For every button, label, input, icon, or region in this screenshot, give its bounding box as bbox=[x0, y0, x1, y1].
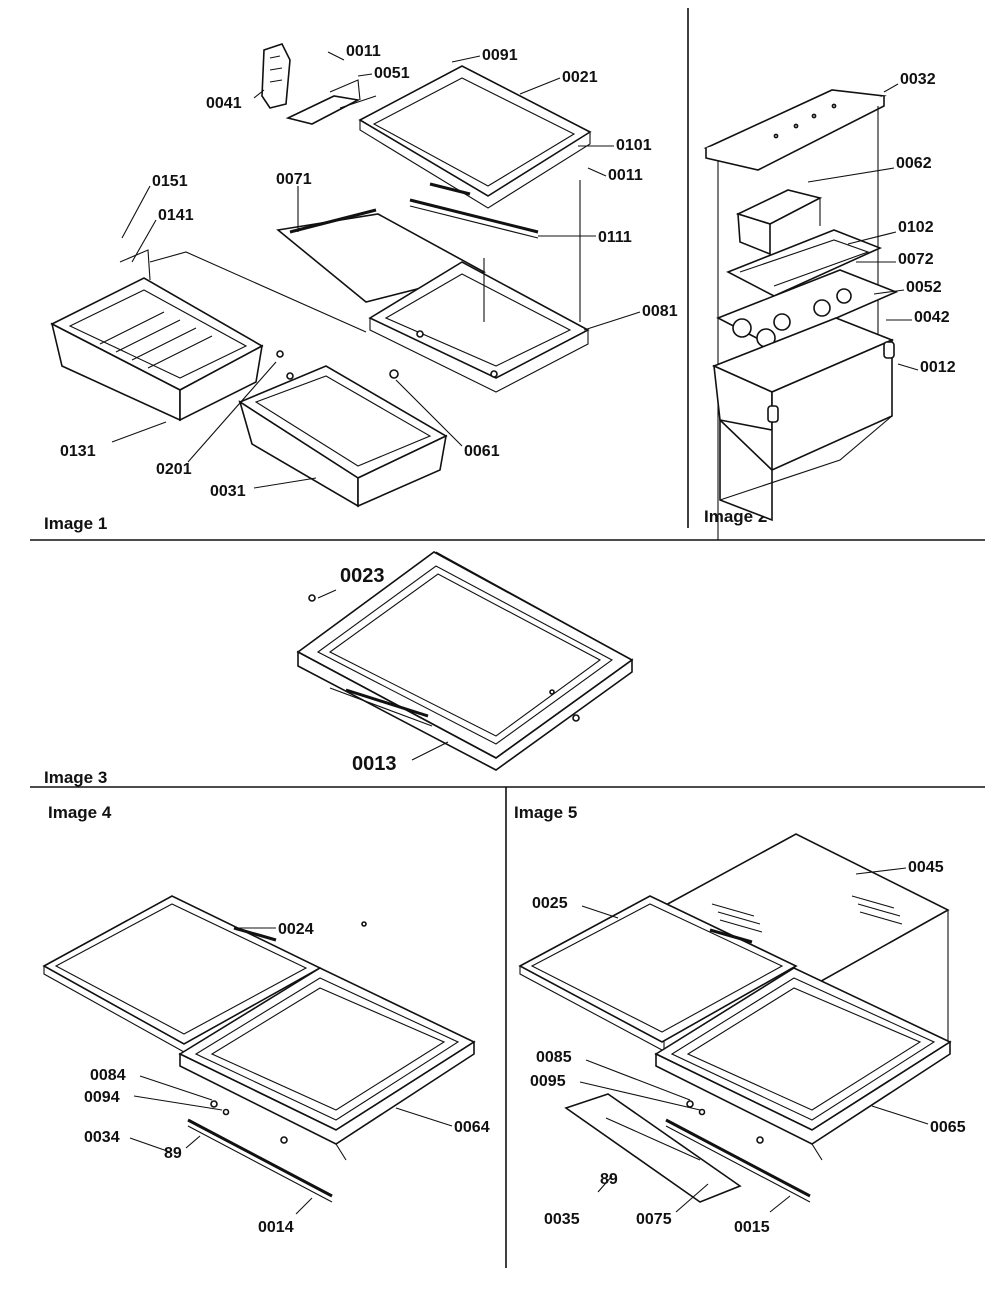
shelf-0021-icon bbox=[358, 65, 592, 197]
image-2-leaders bbox=[807, 83, 919, 371]
caption-image-3: Image 3 bbox=[44, 768, 107, 787]
part-0051-icon bbox=[285, 95, 361, 125]
bar-0014-icon bbox=[187, 1118, 333, 1198]
trim-0075-icon bbox=[564, 1093, 742, 1203]
label-0052: 0052 bbox=[906, 279, 942, 296]
label-0025: 0025 bbox=[532, 895, 568, 912]
label-0062: 0062 bbox=[896, 155, 932, 172]
label-0201: 0201 bbox=[156, 461, 192, 478]
label-0011-b: 0011 bbox=[608, 167, 643, 184]
label-0131: 0131 bbox=[60, 443, 96, 460]
label-0042: 0042 bbox=[914, 309, 950, 326]
caption-image-1: Image 1 bbox=[44, 514, 107, 533]
label-0041: 0041 bbox=[206, 95, 242, 112]
label-0013: 0013 bbox=[352, 753, 397, 775]
image-3-labels: 0023 0013 bbox=[340, 565, 397, 775]
tray-0072-icon bbox=[726, 229, 883, 297]
rail-0111-icon bbox=[409, 198, 539, 234]
label-0141: 0141 bbox=[158, 207, 194, 224]
label-0071: 0071 bbox=[276, 171, 312, 188]
label-0101: 0101 bbox=[616, 137, 652, 154]
label-0094: 0094 bbox=[84, 1089, 120, 1106]
part-0041-icon bbox=[261, 43, 291, 109]
image-1-assembly bbox=[50, 43, 592, 508]
label-89-a: 89 bbox=[164, 1145, 182, 1162]
label-0035: 0035 bbox=[544, 1211, 580, 1228]
label-0085: 0085 bbox=[536, 1049, 572, 1066]
image-4-assembly bbox=[42, 895, 476, 1203]
label-0072: 0072 bbox=[898, 251, 934, 268]
label-0045: 0045 bbox=[908, 859, 944, 876]
label-0031: 0031 bbox=[210, 483, 246, 500]
image-2-labels: 0032 0062 0102 0072 0052 0042 0012 bbox=[896, 71, 956, 376]
bar-0015-icon bbox=[665, 1118, 811, 1198]
image-4-leaders bbox=[129, 927, 453, 1215]
label-0032: 0032 bbox=[900, 71, 936, 88]
caption-image-4: Image 4 bbox=[48, 803, 112, 822]
label-0014: 0014 bbox=[258, 1219, 294, 1236]
image-3-leaders bbox=[317, 589, 449, 761]
label-89-b: 89 bbox=[600, 1171, 618, 1188]
label-0021: 0021 bbox=[562, 69, 598, 86]
label-0011: 0011 bbox=[346, 43, 381, 60]
label-0051: 0051 bbox=[374, 65, 410, 82]
label-0034: 0034 bbox=[84, 1129, 120, 1146]
image-5-labels: 0045 0025 0085 0095 89 0065 0035 0075 00… bbox=[530, 859, 966, 1236]
label-0065: 0065 bbox=[930, 1119, 966, 1136]
label-0015: 0015 bbox=[734, 1219, 770, 1236]
image-2-assembly bbox=[703, 89, 899, 540]
image-1-labels: 0011 0091 0051 0021 0041 0101 0011 0151 … bbox=[60, 43, 678, 500]
panel-dividers bbox=[30, 8, 985, 1268]
image-3-assembly bbox=[296, 551, 634, 771]
label-0061: 0061 bbox=[464, 443, 500, 460]
label-0064: 0064 bbox=[454, 1119, 490, 1136]
image-1-leaders bbox=[111, 51, 641, 489]
label-0084: 0084 bbox=[90, 1067, 126, 1084]
image-5-assembly bbox=[518, 833, 952, 1203]
label-0075: 0075 bbox=[636, 1211, 672, 1228]
cover-0025-icon bbox=[518, 895, 798, 1043]
label-0023: 0023 bbox=[340, 565, 385, 587]
label-0012: 0012 bbox=[920, 359, 956, 376]
label-0081: 0081 bbox=[642, 303, 678, 320]
image-5-leaders bbox=[579, 867, 929, 1213]
caption-image-5: Image 5 bbox=[514, 803, 577, 822]
label-0024: 0024 bbox=[278, 921, 314, 938]
label-0095: 0095 bbox=[530, 1073, 566, 1090]
image-4-labels: 0024 0084 0094 0034 89 0064 0014 bbox=[84, 921, 490, 1236]
label-0111: 0111 bbox=[598, 229, 632, 246]
label-0091: 0091 bbox=[482, 47, 518, 64]
label-0151: 0151 bbox=[152, 173, 188, 190]
label-0102: 0102 bbox=[898, 219, 934, 236]
